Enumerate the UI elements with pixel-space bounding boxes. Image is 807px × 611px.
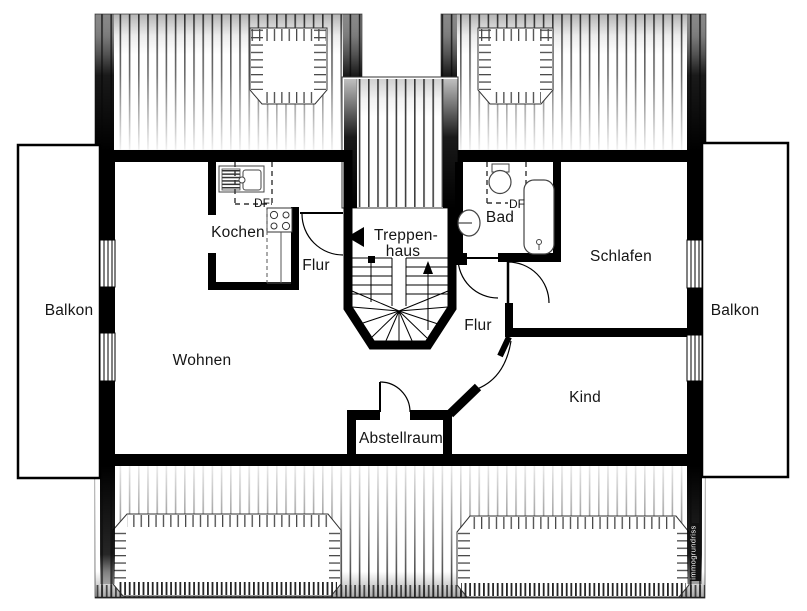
watermark: immogrundriss: [689, 523, 701, 581]
door-kochen: [300, 212, 344, 256]
stair-dormer: [341, 76, 459, 209]
stair-walk-line: [368, 256, 375, 302]
dormer-top-left: [249, 27, 328, 105]
label-flur-lower: Flur: [464, 317, 492, 334]
label-kochen: Kochen: [211, 224, 265, 241]
balcony-right: [700, 141, 790, 479]
stair-up-arrow-icon: [423, 261, 433, 330]
stove-icon: [266, 207, 293, 233]
kitchen-appliance-icon: [221, 168, 241, 191]
kitchen-fixtures: [218, 162, 293, 284]
bathtub-icon: [523, 179, 555, 255]
watermark-text: immogrundriss: [689, 525, 698, 579]
door-kind: [476, 335, 512, 390]
dormer-bottom-left: [112, 513, 342, 597]
toilet-icon: [488, 163, 512, 195]
window-right-1: [686, 239, 703, 289]
label-bad: Bad: [486, 209, 514, 226]
window-left-2: [99, 332, 116, 382]
label-kind: Kind: [569, 389, 601, 406]
label-wohnen: Wohnen: [173, 352, 232, 369]
label-abstellraum: Abstellraum: [359, 430, 443, 447]
window-left-1: [99, 239, 116, 288]
bath-fixtures: [457, 162, 555, 255]
entrance-arrow-icon: [347, 227, 364, 247]
bath-sink-icon: [457, 209, 481, 237]
roof-window-kitchen: [234, 162, 273, 205]
roof-window-bad: [486, 162, 527, 204]
door-abstellraum: [379, 381, 411, 413]
doors: [300, 212, 550, 413]
windows: [99, 239, 703, 382]
label-flur-upper: Flur: [302, 257, 330, 274]
door-bad: [457, 257, 499, 299]
label-balkon-left: Balkon: [45, 302, 94, 319]
walls: [100, 150, 702, 584]
balcony-left: [16, 143, 102, 480]
stairs: [351, 256, 449, 344]
label-schlafen: Schlafen: [590, 248, 652, 265]
label-treppenhaus-1: Treppen-: [374, 227, 438, 244]
kitchen-sink-icon: [242, 169, 262, 191]
door-schlafen: [506, 261, 550, 304]
dormer-bottom-right: [456, 515, 690, 598]
dormer-top-right: [477, 27, 554, 105]
label-balkon-right: Balkon: [711, 302, 760, 319]
labels: Balkon Balkon Kochen Flur Treppen- haus …: [45, 196, 760, 447]
label-df-bad: DF: [509, 197, 525, 211]
label-df-kochen: DF: [254, 196, 270, 210]
label-treppenhaus-2: haus: [386, 243, 420, 260]
window-right-2: [686, 334, 703, 382]
